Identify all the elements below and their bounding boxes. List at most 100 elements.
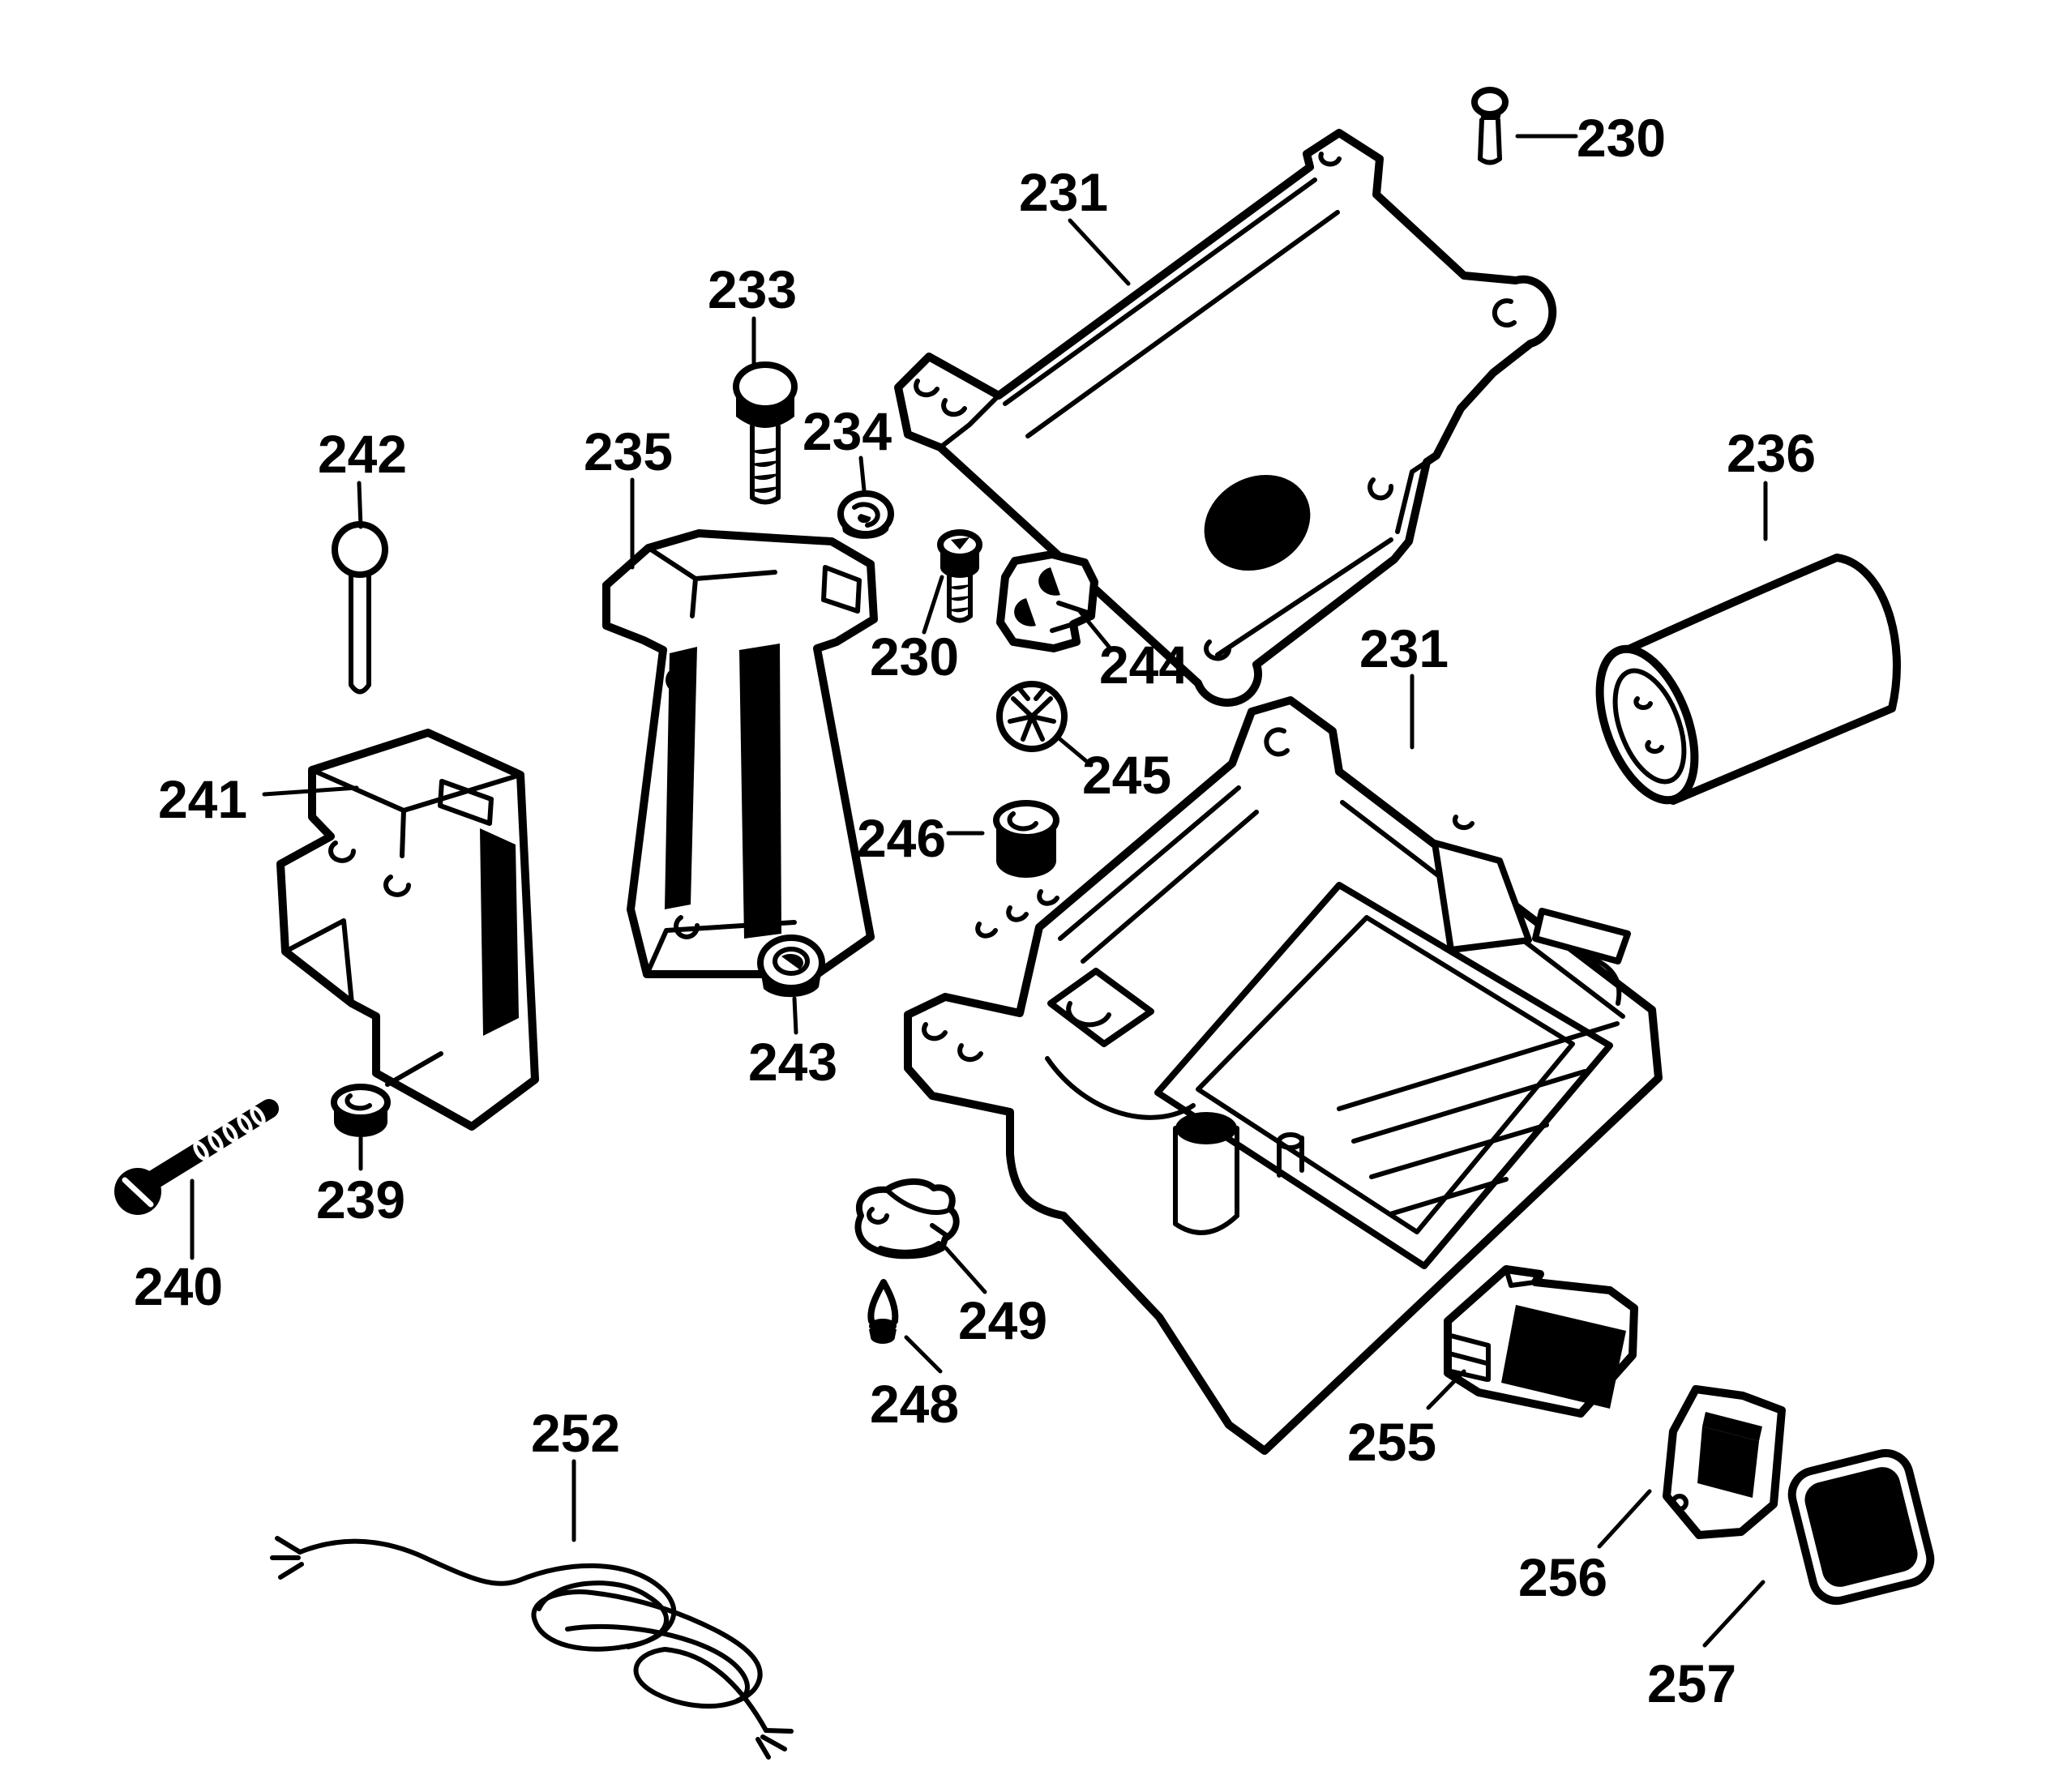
clamp-hole	[867, 1207, 889, 1225]
ear-hook-arc	[941, 398, 967, 417]
spacer-top	[331, 1084, 391, 1121]
callout-label-241: 241	[158, 769, 247, 829]
nut-bore-swirl	[781, 953, 804, 969]
leader-257	[1702, 1580, 1766, 1648]
capacitor-face	[1595, 644, 1699, 805]
tab-notch-arc	[1318, 152, 1342, 167]
round-head-screw	[332, 521, 388, 695]
thread-mark	[222, 1123, 238, 1144]
rim-hook-arc	[1037, 889, 1059, 906]
terminal-block	[996, 550, 1098, 652]
slot-right-inner	[749, 660, 772, 924]
long-screw	[114, 1099, 279, 1215]
screw-base	[869, 1329, 897, 1344]
screw-head	[1471, 87, 1509, 118]
terminal-opening	[1038, 567, 1060, 596]
clamp-screw	[867, 1279, 899, 1344]
washer-notch	[1017, 686, 1046, 701]
rim-line-left	[1058, 785, 1241, 941]
hex-nut-small	[837, 490, 894, 539]
plate-thickness-line	[1003, 177, 1317, 406]
hex-head-bolt	[733, 361, 798, 505]
boss-hook-arc	[1204, 639, 1231, 661]
arm-underside	[283, 918, 354, 1006]
callout-label-255: 255	[1347, 1412, 1436, 1472]
bolt-shaft	[750, 424, 781, 500]
wire-frayed-end	[270, 1536, 304, 1580]
side-lug-hook-arc	[1367, 477, 1394, 501]
cable-clamp	[854, 1178, 960, 1260]
top-face-line	[646, 545, 777, 618]
inner-tab-hook	[1066, 1001, 1111, 1028]
block-outline	[996, 550, 1098, 652]
nut-bore-swirl	[852, 502, 880, 528]
spacer-bushing	[331, 1084, 391, 1137]
leader-248	[904, 1335, 943, 1374]
arm-hole	[821, 565, 862, 614]
bolt-tip	[750, 495, 781, 505]
inner-tab	[1047, 968, 1154, 1047]
hex-nut-large	[757, 934, 825, 998]
capacitor	[1595, 554, 1901, 805]
ear-hook-arc	[914, 379, 939, 398]
grommet-top	[993, 800, 1059, 840]
switch-bezel	[1501, 1305, 1626, 1409]
grommet	[993, 800, 1059, 878]
callout-label-248: 248	[870, 1374, 959, 1434]
leader-230-mid	[922, 575, 944, 635]
wall-rib-line	[1351, 1069, 1587, 1144]
leader-lines	[190, 134, 1768, 1648]
screw-shaft	[349, 570, 371, 687]
cover-pad-top	[1702, 1412, 1762, 1441]
compartment-window	[1432, 840, 1532, 953]
callout-label-257: 257	[1647, 1653, 1736, 1713]
window-hook-arc	[1452, 815, 1474, 831]
terminal-arc	[1633, 696, 1653, 711]
wire-strand	[297, 1538, 768, 1733]
compartment-corner-curve	[1578, 952, 1622, 1006]
callout-label-244: 244	[1099, 635, 1188, 695]
socket-head-screw	[937, 529, 982, 623]
switch-gasket	[1787, 1448, 1935, 1606]
shaft	[947, 573, 973, 618]
callout-label-242: 242	[318, 424, 407, 484]
thread-mark	[208, 1131, 224, 1153]
gasket-window	[1819, 1482, 1903, 1572]
nut-top	[837, 490, 894, 537]
thread-mark	[237, 1114, 253, 1135]
spacer-notch	[353, 1123, 366, 1135]
inner-post-bottom	[1173, 1213, 1239, 1235]
foot-line	[644, 920, 797, 977]
leader-243	[792, 996, 798, 1035]
leader-234	[858, 455, 867, 493]
leader-249	[944, 1246, 987, 1294]
terminal-arc	[1645, 740, 1664, 755]
callout-label-234: 234	[803, 401, 892, 461]
washer-prongs	[1008, 696, 1056, 742]
wall-rib-line	[1388, 1177, 1509, 1217]
top-face-line	[310, 768, 523, 858]
screw-head	[332, 521, 388, 578]
ear-edge-line	[938, 393, 1001, 450]
leader-231-top	[1068, 218, 1131, 286]
hook-arc	[674, 915, 700, 939]
top-notch	[438, 779, 494, 826]
rocker-button	[1520, 1322, 1611, 1390]
bracket-outline	[602, 529, 878, 978]
wall-rib-line	[1369, 1123, 1549, 1179]
callout-label-245: 245	[1082, 745, 1171, 805]
clamp-strap	[886, 1189, 949, 1215]
callout-labels: 230 231 233 234 235 242 236 230 244 231 …	[134, 108, 1816, 1713]
lug-hole-arc	[1264, 727, 1290, 757]
mounting-bracket	[276, 729, 539, 1131]
foot-line	[385, 1051, 443, 1087]
callout-label-231-top: 231	[1019, 162, 1108, 222]
lug-hole-arc	[1492, 298, 1517, 328]
socket-mark	[951, 537, 969, 550]
callout-label-230-top: 230	[1577, 108, 1666, 168]
rim-hook-arc	[975, 922, 998, 939]
capacitor-face-inner	[1612, 668, 1687, 785]
bolt-head-top	[733, 361, 798, 412]
switch-cover-plate	[1663, 1385, 1786, 1539]
